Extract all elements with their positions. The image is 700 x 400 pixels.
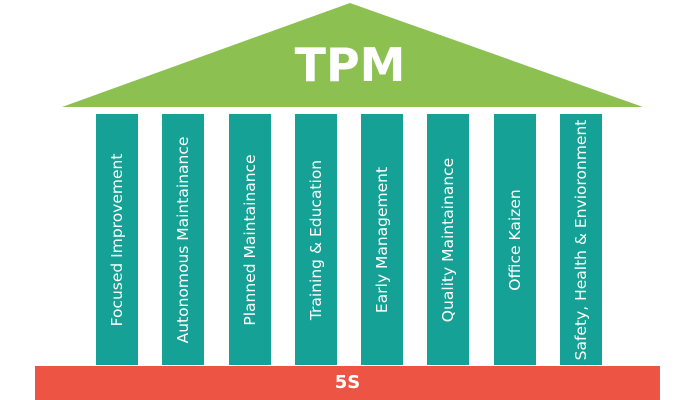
pillar: Training & Education [295,114,337,365]
base-5s: 5S [35,366,660,400]
pillar-label: Early Management [373,166,391,313]
pillar: Planned Maintainance [229,114,271,365]
roof-title: TPM [294,38,406,92]
pillar: Quality Maintainance [427,114,469,365]
pillar: Autonomous Maintainance [162,114,204,365]
pillar: Safety, Health & Envioronment [560,114,602,365]
pillar: Focused Improvement [96,114,138,365]
pillar-label: Quality Maintainance [439,157,457,322]
pillar-label: Focused Improvement [108,153,126,326]
pillar-label: Office Kaizen [506,188,524,291]
pillar-label: Training & Education [307,159,325,320]
pillar: Office Kaizen [494,114,536,365]
pillar: Early Management [361,114,403,365]
pillar-label: Safety, Health & Envioronment [572,119,590,360]
roof-triangle [62,3,643,107]
pillar-label: Autonomous Maintainance [174,136,192,343]
pillar-label: Planned Maintainance [241,153,259,326]
